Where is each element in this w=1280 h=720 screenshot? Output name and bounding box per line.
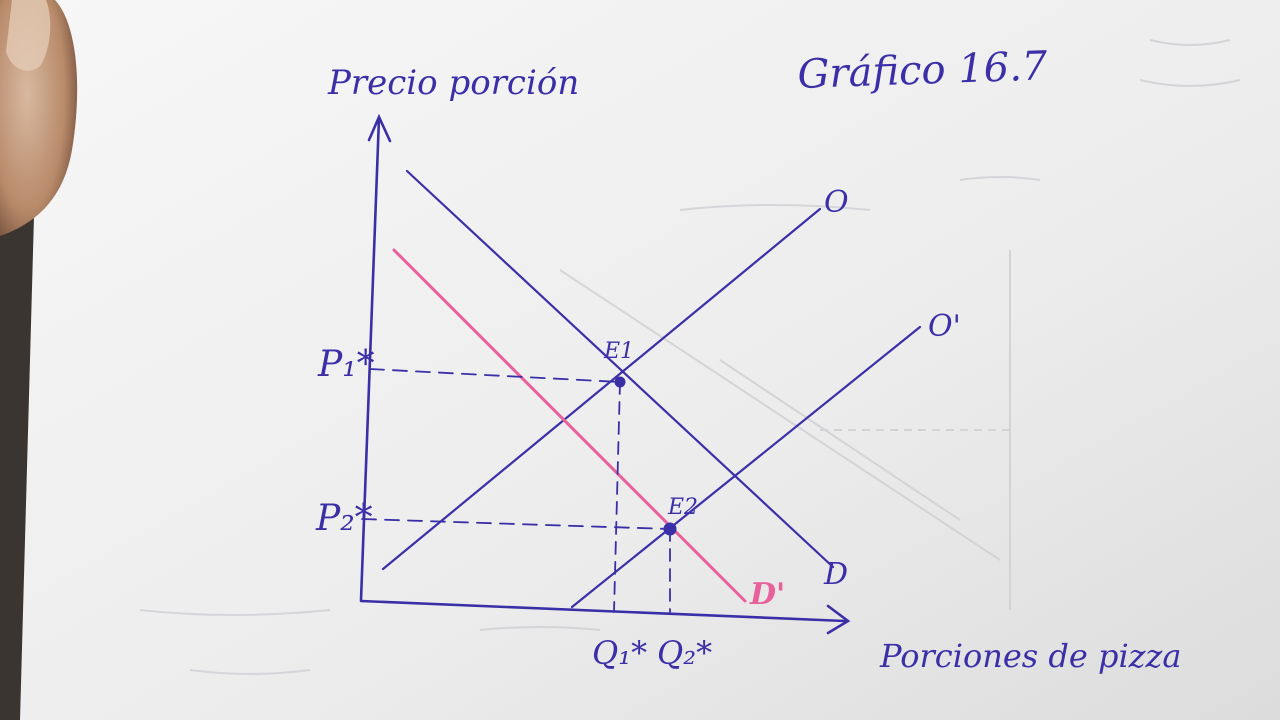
curve-label-o-prime: O' [928, 309, 961, 344]
price-label-p2: P₂* [315, 498, 373, 539]
equilibrium-point-e1 [614, 376, 626, 388]
equilibrium-point-e2 [663, 522, 677, 536]
demand-curve-d [405, 169, 835, 569]
curve-label-d-prime: D' [749, 577, 785, 612]
quantity-label-q1: Q₁* [592, 634, 647, 672]
y-axis-label: Precio porción [327, 63, 579, 103]
x-axis-label: Porciones de pizza [879, 637, 1181, 675]
demand-curve-d-prime [392, 248, 747, 603]
show-through-marks [139, 39, 1241, 675]
curve-label-d: D [823, 557, 848, 592]
equilibrium-label-e2: E2 [667, 495, 698, 520]
thumbnail [6, 0, 51, 71]
price-label-p1: P₁* [317, 344, 375, 385]
supply-demand-diagram [359, 113, 922, 635]
diagram-title: Gráfico 16.7 [797, 43, 1049, 98]
curve-label-o: O [824, 185, 849, 220]
x-axis [359, 599, 847, 623]
y-axis-arrowhead [367, 113, 392, 143]
supply-curve-o [381, 207, 822, 571]
equilibrium-label-e1: E1 [603, 339, 634, 364]
supply-curve-o-prime [570, 325, 922, 609]
p1-dashed-guide [369, 368, 621, 383]
q1-dashed-guide [613, 381, 621, 613]
x-axis-arrowhead [826, 604, 851, 635]
p2-dashed-guide [361, 518, 671, 530]
quantity-label-q2: Q₂* [657, 634, 712, 672]
